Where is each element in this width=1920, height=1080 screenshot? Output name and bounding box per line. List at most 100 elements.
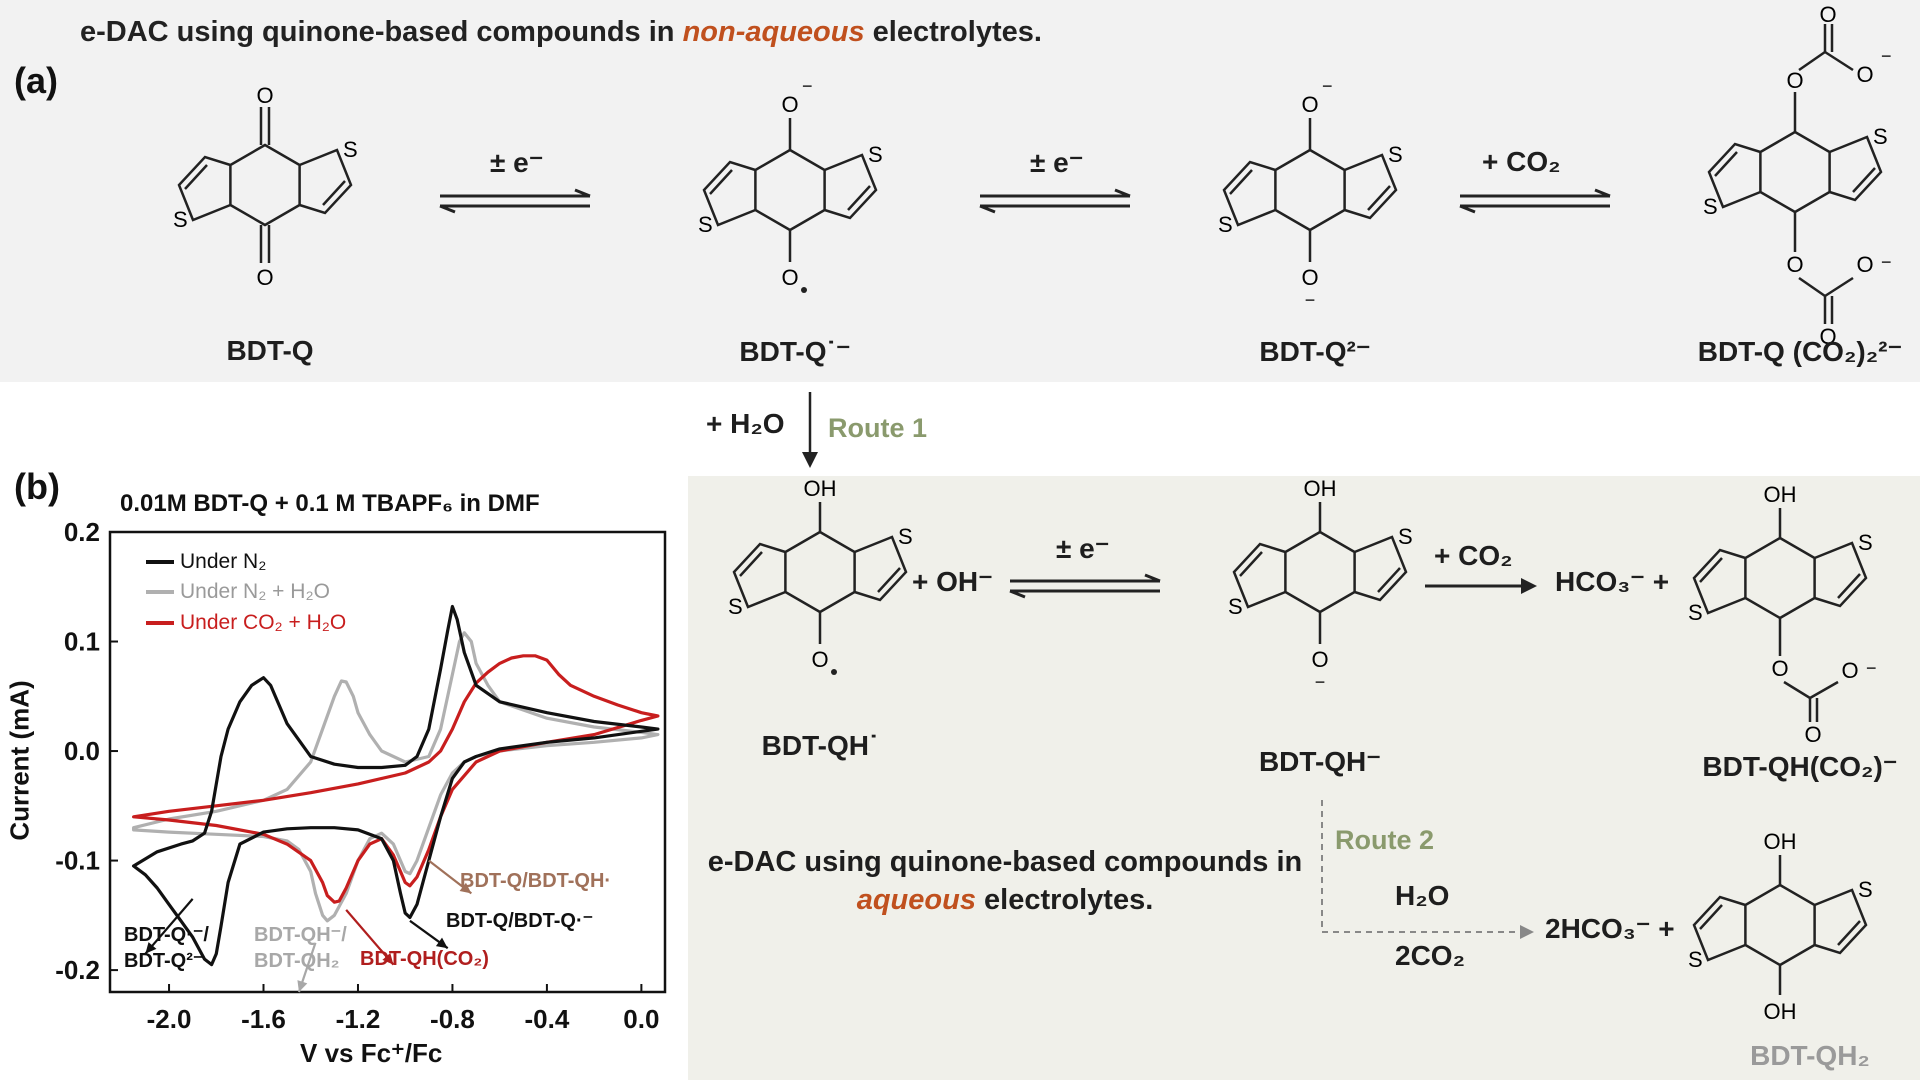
svg-text:S: S xyxy=(728,594,743,619)
svg-text:O: O xyxy=(1311,647,1328,672)
svg-text:S: S xyxy=(1703,194,1718,219)
plus-hydroxide: + OH⁻ xyxy=(912,566,993,597)
label-bdt-q-radical: BDT-Q˙⁻ xyxy=(739,336,851,367)
label-bdt-q-dianion: BDT-Q²⁻ xyxy=(1259,336,1371,367)
route2-arrow xyxy=(1321,800,1534,939)
forward-arrow-co2 xyxy=(1425,578,1537,594)
svg-text:O: O xyxy=(1856,62,1873,87)
ann-arrow-bdtq-bdtq-rad-head xyxy=(435,937,448,949)
molecule-bdt-qh2: OH OH S S xyxy=(1688,829,1873,1024)
ann-bdtq-bdtq-rad: BDT-Q/BDT-Q·⁻ xyxy=(446,910,594,932)
panel-b-tag: (b) xyxy=(14,466,60,507)
molecule-bdt-q-co2-2: O O O − O O O − S S xyxy=(1703,2,1892,349)
svg-text:O: O xyxy=(811,647,828,672)
x-axis-title: V vs Fc⁺/Fc xyxy=(300,1038,443,1068)
legend-item-co2-h2o: Under CO₂ + H₂O xyxy=(146,611,346,635)
plot-frame xyxy=(108,530,667,994)
y-axis-title: Current (mA) xyxy=(4,680,35,841)
legend-item-n2-h2o: Under N₂ + H₂O xyxy=(146,580,330,604)
svg-text:O: O xyxy=(256,265,273,290)
legend-item-n2: Under N₂ xyxy=(146,550,266,574)
y-tick-label: 0.2 xyxy=(64,520,100,547)
svg-text:−: − xyxy=(1881,46,1892,66)
ann-arrow-bdtq-rad-q2-head xyxy=(145,942,157,954)
molecule-bdt-qh-anion: OH O − S S xyxy=(1228,476,1413,692)
series-line-n2 xyxy=(132,604,660,967)
legend-swatch-n2-h2o xyxy=(146,590,174,594)
svg-text:O: O xyxy=(1771,656,1788,681)
y-tick-label: -0.1 xyxy=(55,846,100,876)
aqueous-header: e-DAC using quinone-based compounds in a… xyxy=(707,846,1303,916)
route1-label: Route 1 xyxy=(828,413,928,443)
chart-title: 0.01M BDT-Q + 0.1 M TBAPF₆ in DMF xyxy=(120,490,540,517)
svg-text:OH: OH xyxy=(1304,476,1337,501)
ann-bdtqh-qh2: BDT-QH⁻/ BDT-QH₂ xyxy=(254,924,347,972)
y-tick-label: -0.2 xyxy=(55,955,100,985)
svg-text:S: S xyxy=(1228,594,1243,619)
route1-reagent: + H₂O xyxy=(706,408,785,439)
svg-text:S: S xyxy=(698,212,713,237)
label-bdt-q: BDT-Q xyxy=(226,335,314,366)
svg-text:−: − xyxy=(1305,290,1316,310)
svg-text:S: S xyxy=(1218,212,1233,237)
arrow-e-label: ± e⁻ xyxy=(1056,533,1110,564)
svg-text:S: S xyxy=(1688,600,1703,625)
svg-text:O: O xyxy=(1786,68,1803,93)
svg-text:O: O xyxy=(256,83,273,108)
nonaqueous-header: e-DAC using quinone-based compounds in n… xyxy=(80,16,1042,48)
label-bdt-q-co2-2: BDT-Q (CO₂)₂²⁻ xyxy=(1697,336,1903,367)
plus-co2-label: + CO₂ xyxy=(1434,540,1513,571)
y-tick-label: 0.1 xyxy=(64,627,100,657)
route2-bottom-reagent: 2CO₂ xyxy=(1395,940,1466,971)
equilibrium-arrow-1 xyxy=(439,188,591,214)
svg-text:−: − xyxy=(802,76,813,96)
equilibrium-arrow-4 xyxy=(1009,573,1161,599)
svg-text:S: S xyxy=(898,524,913,549)
svg-text:O: O xyxy=(1301,265,1318,290)
label-bdt-qh2: BDT-QH₂ xyxy=(1750,1040,1870,1071)
equilibrium-arrow-2 xyxy=(979,188,1131,214)
svg-text:O: O xyxy=(1819,2,1836,27)
molecule-bdt-q-radical: O − O S S xyxy=(698,76,883,293)
equilibrium-arrow-3 xyxy=(1459,188,1611,214)
route1-arrow xyxy=(802,392,818,468)
route2-top-reagent: H₂O xyxy=(1395,880,1450,911)
label-bdt-qh-co2: BDT-QH(CO₂)⁻ xyxy=(1702,751,1898,782)
legend-swatch-co2-h2o xyxy=(146,621,174,625)
legend-swatch-n2 xyxy=(146,560,174,564)
svg-text:S: S xyxy=(1688,947,1703,972)
arrow2-label: ± e⁻ xyxy=(1030,147,1084,178)
svg-text:−: − xyxy=(1866,658,1877,678)
svg-text:O: O xyxy=(1841,658,1858,683)
x-tick-label: -0.4 xyxy=(525,1004,570,1034)
route2-product: 2HCO₃⁻ + xyxy=(1545,913,1675,944)
svg-text:−: − xyxy=(1881,252,1892,272)
svg-text:S: S xyxy=(868,142,883,167)
svg-text:S: S xyxy=(343,137,358,162)
ann-bdtq-bdtqh-rad: BDT-Q/BDT-QH· xyxy=(460,870,612,892)
svg-text:OH: OH xyxy=(1764,482,1797,507)
ann-arrow-bdtq-bdtqh-rad-head xyxy=(459,882,472,894)
svg-text:O: O xyxy=(1786,252,1803,277)
ann-arrow-bdtqh-co2 xyxy=(345,909,395,966)
svg-text:S: S xyxy=(1858,530,1873,555)
hco3-plus: HCO₃⁻ + xyxy=(1555,566,1670,597)
x-tick-label: 0.0 xyxy=(623,1004,659,1034)
arrow1-label: ± e⁻ xyxy=(490,147,544,178)
svg-text:OH: OH xyxy=(1764,999,1797,1024)
y-tick-label: 0.0 xyxy=(64,736,100,766)
label-bdt-qh-radical: BDT-QH˙ xyxy=(761,730,879,761)
svg-text:OH: OH xyxy=(804,476,837,501)
svg-text:−: − xyxy=(1315,672,1326,692)
svg-text:S: S xyxy=(1858,877,1873,902)
svg-text:OH: OH xyxy=(1764,829,1797,854)
svg-text:S: S xyxy=(1873,124,1888,149)
molecule-bdt-qh-radical: OH O S S xyxy=(728,476,913,675)
x-tick-label: -1.6 xyxy=(241,1004,286,1034)
series-line-n2-h2o xyxy=(132,631,660,923)
route2-label: Route 2 xyxy=(1335,825,1435,855)
svg-text:O: O xyxy=(1856,252,1873,277)
ann-arrow-bdtqh-qh2-head xyxy=(297,980,308,992)
svg-text:O: O xyxy=(1301,92,1318,117)
